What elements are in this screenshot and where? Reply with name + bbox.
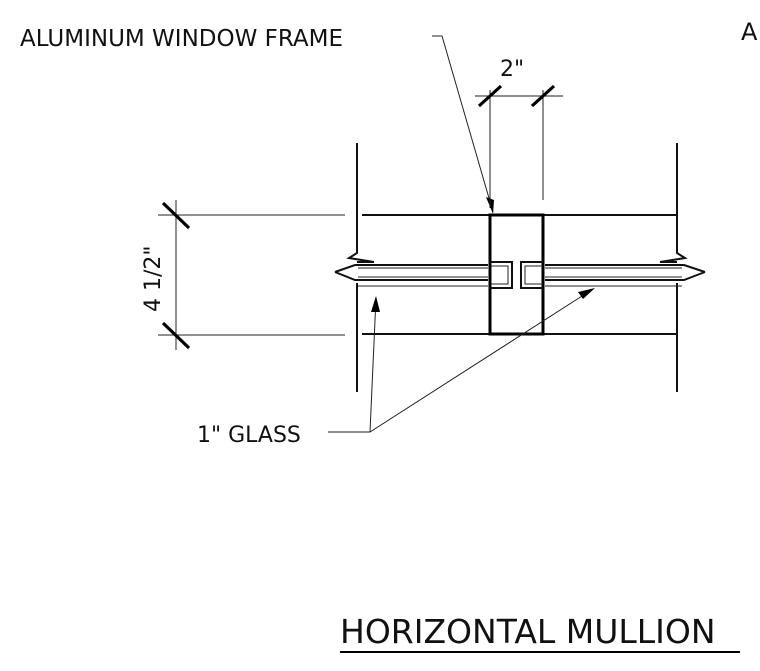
glass-leader-2-arrowhead xyxy=(578,288,595,299)
height-tick-bottom xyxy=(161,321,191,350)
mullion-body xyxy=(488,213,545,336)
mullion-right-pocket xyxy=(520,261,543,289)
frame-label: ALUMINUM WINDOW FRAME xyxy=(20,26,343,52)
height-dimension-label: 4 1/2" xyxy=(141,245,166,312)
mullion-left-pocket xyxy=(490,261,513,289)
glass-right xyxy=(545,264,706,281)
mullion-right-pocket-inner xyxy=(524,265,543,285)
width-tick-right xyxy=(530,84,556,108)
mullion-left-pocket-inner xyxy=(490,265,509,285)
frame-leader-line xyxy=(432,35,494,213)
glass-leader-1 xyxy=(328,297,377,433)
sheet-mark: A xyxy=(741,18,758,46)
drawing-title: HORIZONTAL MULLION xyxy=(340,612,716,651)
glass-leader-1-arrowhead xyxy=(371,296,380,312)
width-tick-left xyxy=(477,84,503,108)
height-tick-top xyxy=(161,201,191,230)
glass-leader-2 xyxy=(369,288,594,433)
glass-label: 1" GLASS xyxy=(197,423,301,448)
width-dimension-label: 2" xyxy=(500,57,524,82)
glass-left xyxy=(334,264,488,281)
right-wall-break xyxy=(659,143,688,263)
left-wall-break xyxy=(346,143,375,263)
